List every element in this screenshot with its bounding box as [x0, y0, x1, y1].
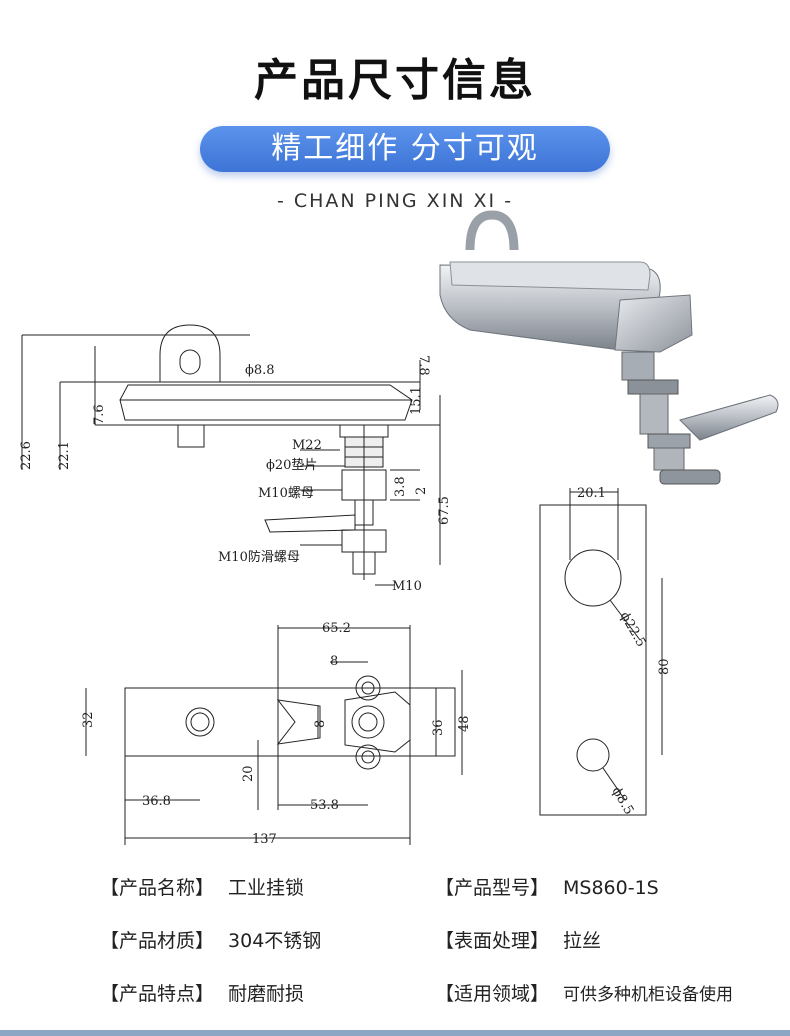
dim-32: 32: [81, 711, 96, 728]
spec-application: 【适用领域】可供多种机柜设备使用: [435, 979, 733, 1006]
dim-22-1: 22.1: [57, 441, 72, 470]
side-view: [21, 324, 441, 586]
dim-7-6: 7.6: [92, 404, 107, 425]
top-view: [85, 625, 463, 845]
dim-washer: ϕ20垫片: [266, 457, 317, 473]
dim-m10-nut: M10螺母: [258, 486, 314, 501]
spec-label: 【产品名称】: [100, 877, 215, 899]
spec-value: 可供多种机柜设备使用: [563, 985, 734, 1005]
spec-model: 【产品型号】 MS860-1S: [435, 873, 659, 900]
technical-drawing: ϕ8.8 7.8 22.6 22.1 7.6 15.1 M22 ϕ20垫片 M1…: [19, 210, 779, 847]
spec-value: 304不锈钢: [228, 930, 322, 952]
bottom-divider: [0, 1030, 790, 1036]
dim-22-6: 22.6: [19, 441, 34, 470]
spec-value: 耐磨耐损: [228, 983, 305, 1005]
spec-product-name: 【产品名称】工业挂锁: [100, 873, 304, 900]
dim-2: 2: [414, 487, 429, 495]
dim-hole-diameter: ϕ8.8: [245, 363, 275, 378]
dim-15-1: 15.1: [409, 386, 424, 415]
dim-20-1: 20.1: [577, 486, 606, 501]
spec-label: 【产品特点】: [100, 983, 215, 1005]
dim-3-8: 3.8: [393, 476, 408, 497]
dim-8-top: 8: [330, 654, 338, 669]
back-view: [539, 488, 663, 816]
dim-36: 36: [431, 719, 446, 736]
spec-value: 工业挂锁: [228, 877, 305, 899]
product-photo: [439, 210, 779, 485]
spec-label: 【表面处理】: [435, 930, 550, 952]
spec-label: 【产品材质】: [100, 930, 215, 952]
dim-20: 20: [241, 765, 256, 782]
spec-surface: 【表面处理】拉丝: [435, 926, 601, 953]
dim-m10: M10: [392, 579, 422, 594]
spec-label: 【适用领域】: [435, 983, 550, 1005]
dim-m22: M22: [292, 438, 322, 453]
page-title: 产品尺寸信息: [254, 55, 536, 106]
dim-80: 80: [657, 658, 672, 675]
spec-value: 拉丝: [563, 930, 602, 952]
dim-53-8: 53.8: [310, 798, 339, 813]
spec-label: 【产品型号】: [435, 877, 550, 899]
spec-material: 【产品材质】 304不锈钢: [100, 926, 321, 953]
dim-anti-slip-nut: M10防滑螺母: [218, 549, 300, 565]
slogan-banner: 精工细作 分寸可观: [200, 126, 610, 172]
dim-67-5: 67.5: [437, 496, 452, 525]
dim-8-5: ϕ8.5: [609, 785, 637, 818]
pinyin-subtitle: - CHAN PING XIN XI -: [276, 190, 514, 212]
dim-137: 137: [252, 832, 277, 847]
spec-value: MS860-1S: [563, 877, 659, 899]
dim-48: 48: [457, 715, 472, 732]
dim-8-mid: 8: [313, 720, 328, 728]
dim-36-8: 36.8: [142, 794, 171, 809]
dim-22-5: ϕ22.5: [617, 610, 649, 650]
dim-65-2: 65.2: [322, 621, 351, 636]
spec-feature: 【产品特点】耐磨耐损: [100, 979, 304, 1006]
dim-7-8: 7.8: [416, 355, 431, 376]
